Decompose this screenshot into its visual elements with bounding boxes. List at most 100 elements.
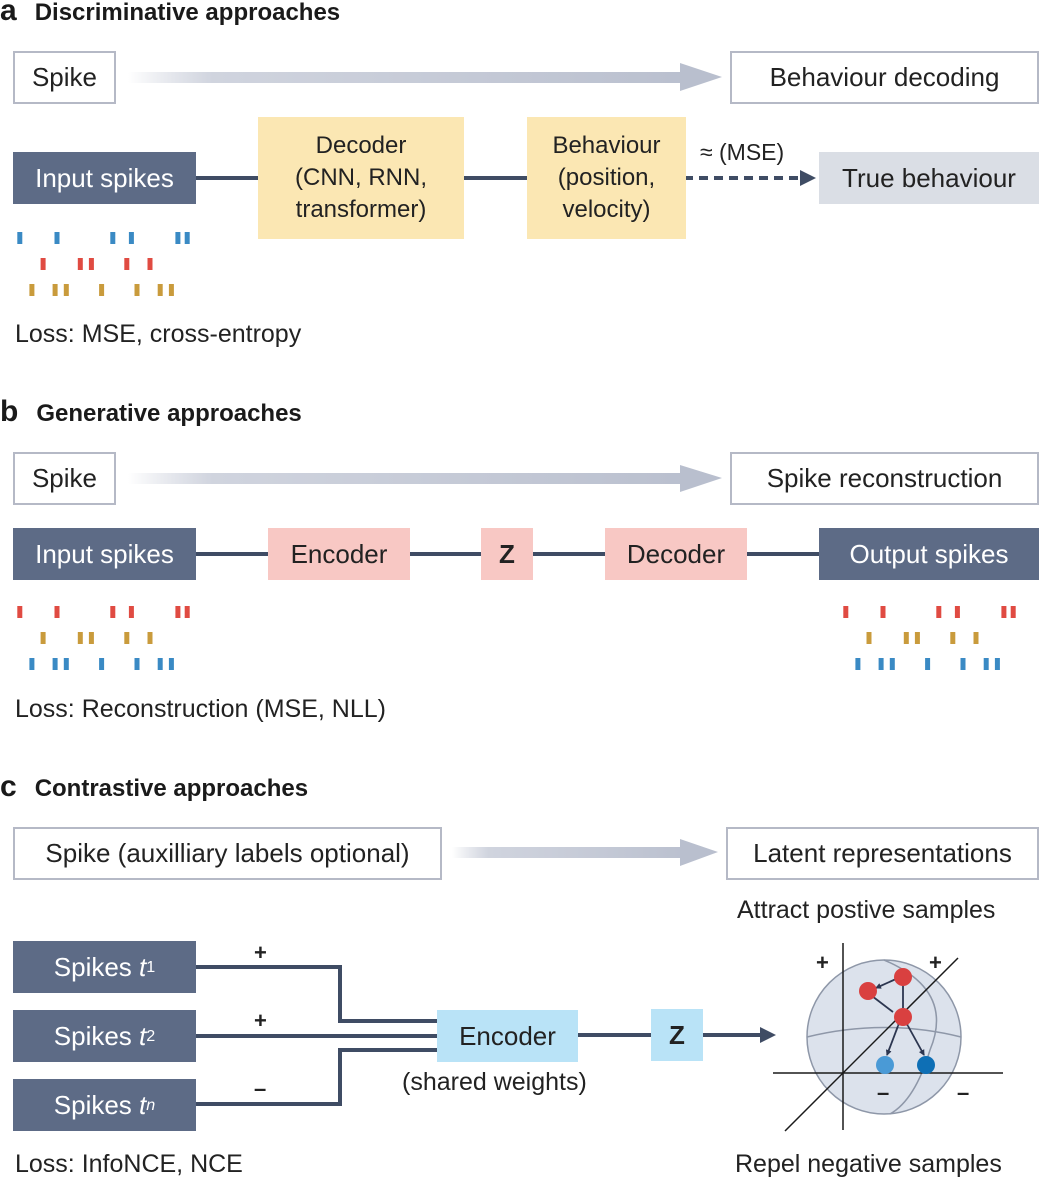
attract-arrow-1 — [875, 974, 902, 989]
panel-c-encoder-box: Encoder — [437, 1010, 578, 1062]
panel-a-title: Discriminative approaches — [34, 0, 341, 26]
spike-tick — [983, 658, 989, 670]
spike-tick — [184, 606, 190, 618]
spikes-tn-subscript: n — [146, 1095, 156, 1114]
panel-a-flow-arrow — [128, 63, 722, 91]
positive-sample-1 — [859, 982, 877, 1000]
panel-a-behaviour-box: Behaviour (position, velocity) — [527, 117, 686, 239]
panel-c-attract-label: Attract postive samples — [737, 896, 996, 924]
spikes-t1-label: Spikes — [53, 951, 140, 982]
panel-b-input-spike-raster — [17, 606, 190, 670]
sphere-equator — [806, 1026, 962, 1038]
behaviour-line-2: (position, — [557, 164, 656, 191]
spikes-t2-label: Spikes — [53, 1020, 140, 1051]
spike-tick — [99, 658, 105, 670]
spike-tick — [124, 632, 130, 644]
sign-t1: + — [254, 940, 267, 965]
quadrant-sign-top-right: + — [929, 950, 942, 975]
spike-tick — [77, 632, 83, 644]
panel-b-output-spike-raster — [843, 606, 1016, 670]
attract-arrow-2 — [866, 990, 894, 1013]
panel-c-latent-representations-box: Latent representations — [726, 827, 1039, 880]
panel-b-flow-arrow — [128, 465, 722, 492]
spike-tick — [17, 606, 23, 618]
behaviour-line-3: velocity) — [562, 196, 651, 223]
spike-tick — [866, 632, 872, 644]
panel-c-line-tn — [196, 1048, 437, 1106]
negative-sample-1 — [876, 1056, 894, 1074]
panel-b-output-spikes-box: Output spikes — [819, 528, 1039, 580]
spike-tick — [960, 658, 966, 670]
panel-c-arrowhead — [760, 1027, 776, 1043]
panel-b-encoder-box: Encoder — [268, 528, 410, 580]
panel-c-latent-z-box: Z — [651, 1009, 703, 1061]
spike-tick — [17, 232, 23, 244]
axis-diagonal — [784, 957, 959, 1132]
panel-c-title: Contrastive approaches — [34, 775, 309, 802]
spike-tick — [52, 658, 58, 670]
panel-c-letter: c — [0, 770, 17, 803]
spike-tick — [147, 632, 153, 644]
spike-tick — [880, 606, 886, 618]
sign-tn: – — [254, 1076, 267, 1101]
quadrant-sign-top-left: + — [816, 950, 829, 975]
panel-a-mse-comparison-label: ≈ (MSE) — [700, 139, 785, 165]
panel-c-shared-weights-label: (shared weights) — [402, 1068, 587, 1096]
spike-tick — [914, 632, 920, 644]
spikes-tn-label: Spikes — [53, 1089, 140, 1120]
spike-tick — [889, 658, 895, 670]
spike-tick — [157, 658, 163, 670]
panel-a-loss-label: Loss: MSE, cross-entropy — [15, 320, 302, 348]
spike-tick — [950, 632, 956, 644]
spike-tick — [175, 606, 181, 618]
panel-b-title: Generative approaches — [36, 400, 302, 427]
sphere-meridian — [883, 959, 938, 1115]
spike-tick — [77, 258, 83, 270]
decoder-line-1: Decoder — [315, 132, 407, 159]
spike-tick — [134, 658, 140, 670]
spike-tick — [973, 632, 979, 644]
repel-arrow-2 — [902, 1020, 925, 1056]
quadrant-sign-bottom-right: – — [957, 1080, 970, 1105]
spike-tick — [1010, 606, 1016, 618]
panel-a-decoder-box: Decoder (CNN, RNN, transformer) — [258, 117, 464, 239]
spike-tick — [124, 258, 130, 270]
spike-tick — [52, 284, 58, 296]
panel-c-loss-label: Loss: InfoNCE, NCE — [15, 1150, 243, 1178]
spike-tick — [843, 606, 849, 618]
quadrant-sign-bottom-middle: – — [877, 1080, 890, 1105]
spikes-t2-subscript: 2 — [146, 1026, 156, 1045]
negative-sample-2 — [917, 1056, 935, 1074]
anchor-sample — [894, 1008, 912, 1026]
panel-a-dashed-arrowhead — [800, 170, 816, 186]
spike-tick — [99, 284, 105, 296]
decoder-line-3: transformer) — [295, 196, 427, 223]
spike-tick — [110, 232, 116, 244]
latent-sphere-illustration — [773, 943, 1003, 1132]
panel-a-spike-box: Spike — [13, 51, 116, 104]
panel-b-input-spikes-box: Input spikes — [13, 528, 196, 580]
spike-tick — [878, 658, 884, 670]
sign-t2: + — [254, 1008, 267, 1033]
spike-tick — [1001, 606, 1007, 618]
spike-tick — [54, 606, 60, 618]
panel-c-repel-label: Repel negative samples — [735, 1150, 1002, 1178]
panel-a-letter: a — [0, 0, 17, 27]
spike-tick — [184, 232, 190, 244]
spike-tick — [40, 258, 46, 270]
spike-tick — [134, 284, 140, 296]
panel-b-loss-label: Loss: Reconstruction (MSE, NLL) — [15, 695, 386, 723]
spike-tick — [29, 658, 35, 670]
spike-tick — [40, 632, 46, 644]
behaviour-line-1: Behaviour — [552, 132, 661, 159]
panel-c-heading: c Contrastive approaches — [0, 770, 308, 804]
panel-a-true-behaviour-box: True behaviour — [819, 152, 1039, 204]
spike-tick — [128, 606, 134, 618]
panel-a-input-spikes-box: Input spikes — [13, 152, 196, 204]
panel-c-spike-aux-labels-box: Spike (auxilliary labels optional) — [13, 827, 442, 880]
panel-c-line-t1 — [196, 965, 437, 1023]
